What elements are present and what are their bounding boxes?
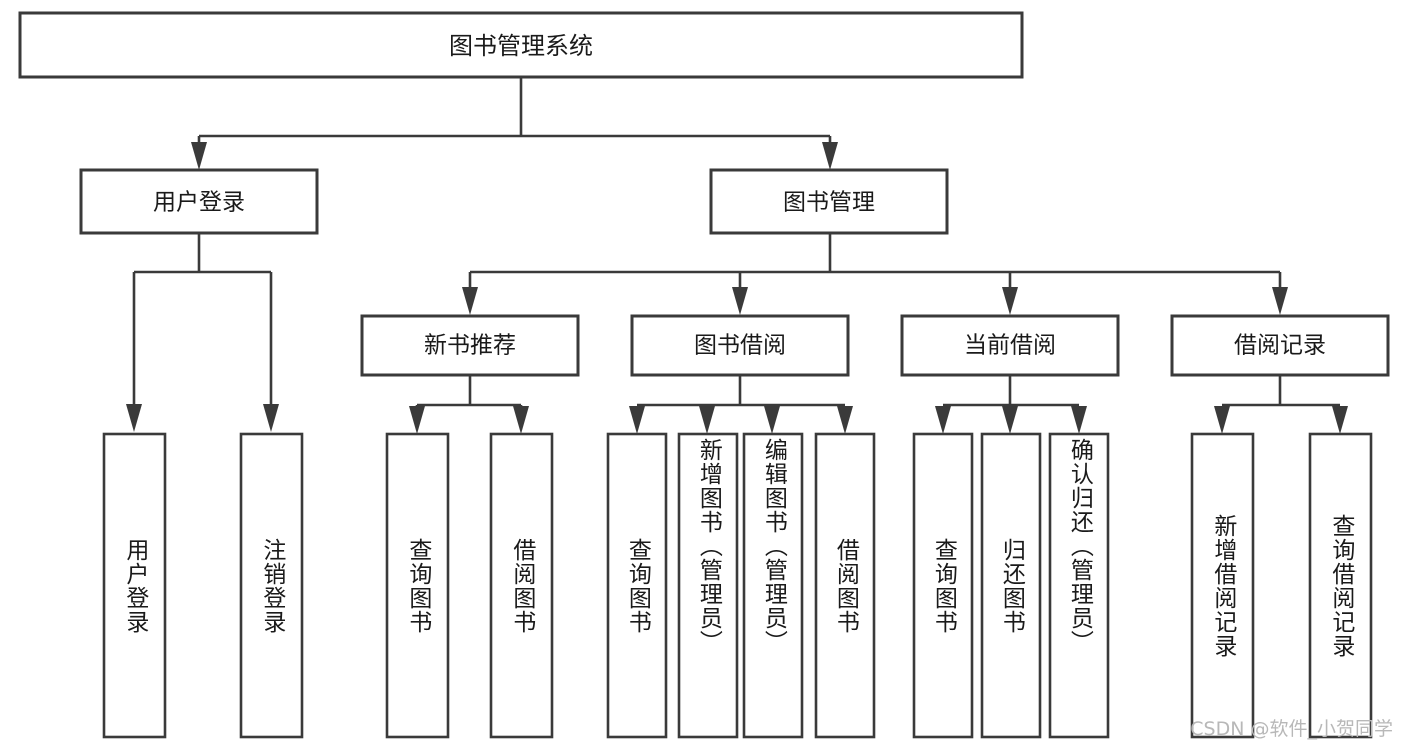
- watermark-text: CSDN @软件_小贺同学: [1190, 718, 1393, 740]
- leaf-box-bookborrow-edit[interactable]: [742, 432, 804, 739]
- leaf-box-bookborrow-query[interactable]: [606, 432, 668, 739]
- leaf-box-borrowrecord-query[interactable]: [1308, 432, 1373, 739]
- node-label-current-borrow: 当前借阅: [964, 333, 1056, 359]
- arrowhead-leaf-newbook-2: [513, 406, 529, 434]
- node-label-book-borrow: 图书借阅: [694, 333, 786, 359]
- leaf-box-bookborrow-borrow[interactable]: [814, 432, 876, 739]
- leaf-box-user-login-logout[interactable]: [239, 432, 304, 739]
- leaf-box-bookborrow-add[interactable]: [677, 432, 739, 739]
- arrowhead-current-borrow: [1002, 287, 1018, 315]
- leaf-box-currentborrow-query[interactable]: [912, 432, 974, 739]
- arrowhead-leaf-bookborrow-1: [629, 406, 645, 434]
- node-box-current-borrow[interactable]: [900, 314, 1120, 377]
- arrowhead-leaf-currentborrow-3: [1071, 406, 1087, 434]
- connector-layer: [126, 77, 1348, 434]
- node-box-new-book-recommend[interactable]: [360, 314, 580, 377]
- node-label-user-login: 用户登录: [153, 190, 245, 216]
- node-box-book-management[interactable]: [709, 168, 949, 235]
- node-label-book-management: 图书管理: [783, 190, 875, 216]
- leaf-box-newbook-borrow[interactable]: [489, 432, 554, 739]
- arrowhead-leaf-borrowrecord-1: [1214, 406, 1230, 434]
- node-label-borrow-record: 借阅记录: [1234, 333, 1326, 359]
- node-box-user-login[interactable]: [79, 168, 319, 235]
- arrowhead-leaf-user-login-1: [126, 404, 142, 432]
- arrowhead-borrow-record: [1272, 287, 1288, 315]
- node-label-new-book-recommend: 新书推荐: [424, 333, 516, 359]
- arrowhead-leaf-user-login-2: [263, 404, 279, 432]
- arrowhead-leaf-currentborrow-1: [935, 406, 951, 434]
- arrowhead-book-borrow: [732, 287, 748, 315]
- node-layer: 图书管理系统 用户登录 图书管理 新书推荐 图书借阅 当前借阅 借阅记录: [18, 11, 1390, 739]
- leaf-box-borrowrecord-add[interactable]: [1190, 432, 1255, 739]
- leaf-box-currentborrow-confirm[interactable]: [1048, 432, 1110, 739]
- arrowhead-leaf-bookborrow-3: [764, 406, 780, 434]
- leaf-box-newbook-query[interactable]: [385, 432, 450, 739]
- leaf-box-user-login-login[interactable]: [102, 432, 167, 739]
- arrowhead-new-book: [462, 287, 478, 315]
- arrowhead-user-login: [191, 142, 207, 170]
- node-box-book-borrow[interactable]: [630, 314, 850, 377]
- node-box-root[interactable]: [18, 11, 1024, 79]
- arrowhead-leaf-borrowrecord-2: [1332, 406, 1348, 434]
- arrowhead-leaf-currentborrow-2: [1002, 406, 1018, 434]
- node-label-root: 图书管理系统: [449, 32, 593, 60]
- arrowhead-leaf-bookborrow-2: [699, 406, 715, 434]
- arrowhead-book-mgmt: [822, 142, 838, 170]
- arrowhead-leaf-bookborrow-4: [837, 406, 853, 434]
- node-box-borrow-record[interactable]: [1170, 314, 1390, 377]
- arrowhead-leaf-newbook-1: [409, 406, 425, 434]
- leaf-box-currentborrow-return[interactable]: [980, 432, 1042, 739]
